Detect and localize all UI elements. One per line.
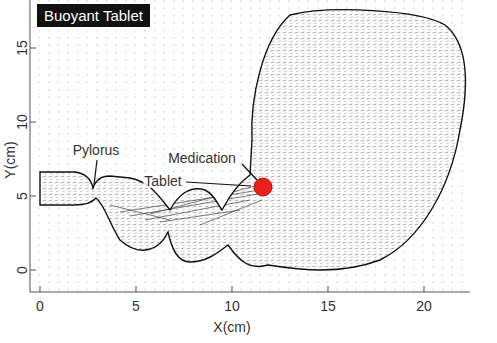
axis-title: Y(cm) [3,141,17,178]
axis-title: X(cm) [213,320,250,334]
part-label: Medication [167,151,237,165]
axis-tick: 5 [15,192,29,200]
flow-field [30,0,470,292]
tablet-dot [254,178,272,196]
part-label: Pylorus [72,143,121,157]
axis-tick: 0 [36,299,44,313]
axis-tick: 10 [15,114,29,130]
axis-tick: 10 [224,299,240,313]
plot-title: Buoyant Tablet [37,4,150,27]
axis-tick: 0 [15,266,29,274]
axis-tick: 20 [416,299,432,313]
axis-tick: 15 [320,299,336,313]
grid-dots [30,0,470,292]
axis-tick: 5 [132,299,140,313]
axes [30,0,470,292]
stomach-outline [40,10,465,270]
axis-tick: 15 [15,40,29,56]
part-label: Tablet [143,174,182,188]
